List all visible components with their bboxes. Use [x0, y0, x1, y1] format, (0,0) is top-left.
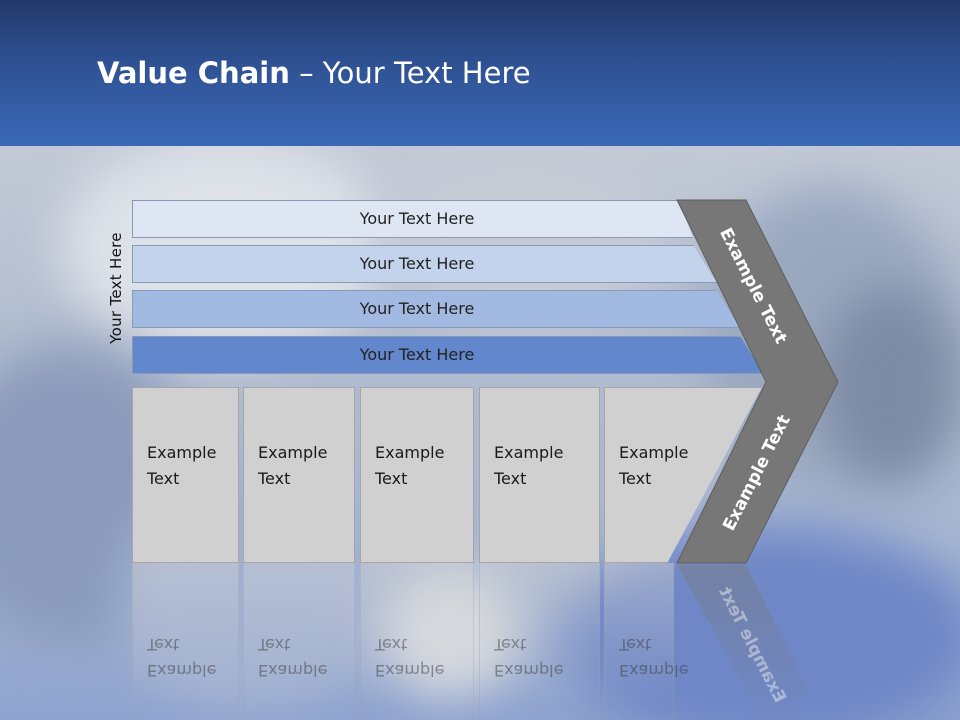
value-bar-1-label: Your Text Here: [359, 209, 475, 228]
box-reflection-1: Example Text: [132, 563, 239, 720]
slide-title-bold: Value Chain: [97, 56, 290, 90]
value-bar-2-label: Your Text Here: [359, 254, 475, 273]
boxes-reflection: Example Text Example Text Example Text E…: [0, 563, 960, 720]
activity-box-4-text: Example Text: [494, 443, 564, 488]
box-reflection-4: Example Text: [479, 563, 600, 720]
activity-box-1[interactable]: Example Text: [132, 387, 239, 563]
value-bar-3-label: Your Text Here: [359, 299, 475, 318]
slide-title[interactable]: Value Chain – Your Text Here: [97, 56, 531, 90]
activity-box-4[interactable]: Example Text: [479, 387, 600, 563]
value-bar-4-label: Your Text Here: [359, 345, 475, 364]
side-label[interactable]: Your Text Here: [107, 232, 125, 344]
box-reflection-4-text: Example Text: [494, 635, 564, 680]
box-reflection-5: Example Text: [604, 563, 688, 720]
chevron-reflection-label: Example Text: [714, 583, 790, 707]
activity-box-3-text: Example Text: [375, 443, 445, 488]
box-reflection-2-text: Example Text: [258, 635, 328, 680]
activity-box-2[interactable]: Example Text: [243, 387, 355, 563]
box-reflection-1-text: Example Text: [147, 635, 217, 680]
activity-box-5-text: Example Text: [619, 443, 689, 488]
activity-box-3[interactable]: Example Text: [360, 387, 474, 563]
slide-title-rest: – Your Text Here: [289, 56, 531, 90]
value-bar-4[interactable]: Your Text Here: [132, 336, 764, 374]
activity-box-1-text: Example Text: [147, 443, 217, 488]
box-reflection-5-text: Example Text: [619, 635, 689, 680]
value-bar-2[interactable]: Your Text Here: [132, 245, 717, 283]
box-reflection-3-text: Example Text: [375, 635, 445, 680]
slide-header: Value Chain – Your Text Here: [0, 0, 960, 146]
activity-box-2-text: Example Text: [258, 443, 328, 488]
box-reflection-2: Example Text: [243, 563, 355, 720]
box-reflection-3: Example Text: [360, 563, 474, 720]
value-bar-3[interactable]: Your Text Here: [132, 290, 740, 328]
value-bar-1[interactable]: Your Text Here: [132, 200, 693, 238]
